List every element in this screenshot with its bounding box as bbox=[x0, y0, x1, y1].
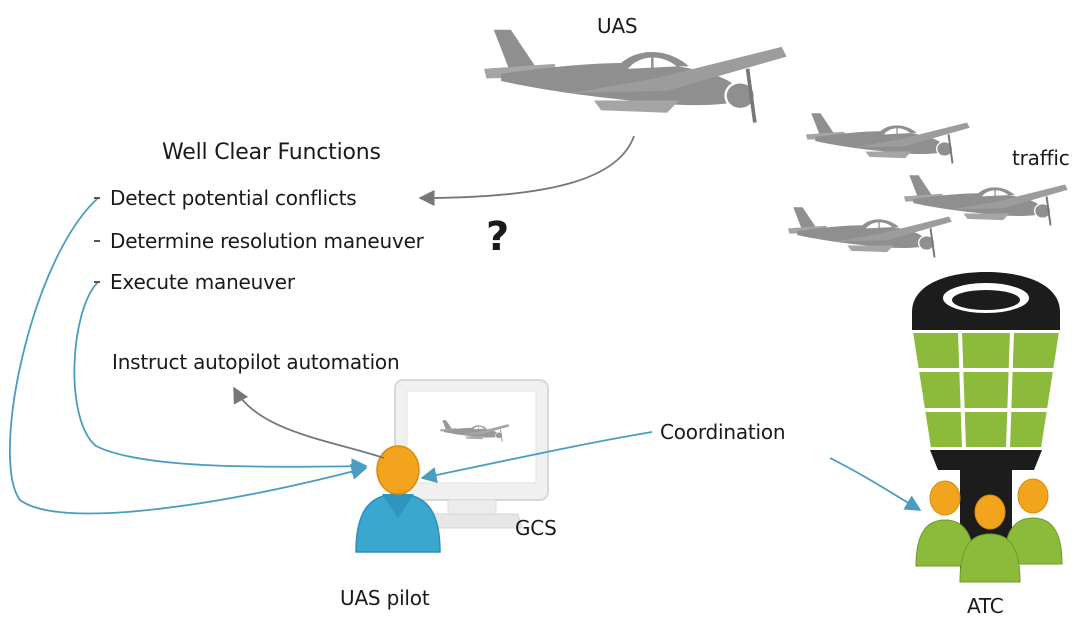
function-determine: Determine resolution maneuver bbox=[110, 229, 424, 253]
function-detect: Detect potential conflicts bbox=[110, 186, 357, 210]
atc-label: ATC bbox=[967, 594, 1004, 618]
uas-airplane-icon bbox=[482, 27, 789, 125]
traffic-label: traffic bbox=[1012, 146, 1070, 170]
uas-to-detect-arrow bbox=[418, 135, 635, 207]
execute-to-pilot-arrow bbox=[73, 281, 368, 475]
question-mark: ? bbox=[486, 214, 510, 260]
atc-tower-icon bbox=[910, 272, 1062, 580]
uas-label: UAS bbox=[597, 14, 638, 38]
coordination-to-pilot-arrow bbox=[420, 431, 653, 484]
uas-pilot-label: UAS pilot bbox=[340, 586, 430, 610]
function-execute: Execute maneuver bbox=[110, 270, 295, 294]
coordination-label: Coordination bbox=[660, 420, 786, 444]
pilot-person-icon bbox=[355, 445, 441, 553]
traffic-airplane-icon bbox=[805, 112, 971, 165]
pilot-to-instruct-arrow bbox=[233, 386, 385, 459]
traffic-airplane-icon bbox=[787, 206, 953, 259]
well-clear-title: Well Clear Functions bbox=[162, 140, 381, 165]
gcs-label: GCS bbox=[515, 516, 557, 540]
detect-to-pilot-arrow bbox=[9, 197, 368, 515]
atc-controllers-icon bbox=[915, 478, 1063, 583]
traffic-airplane-icon bbox=[903, 174, 1069, 227]
coordination-to-atc-arrow bbox=[829, 457, 922, 511]
instruct-label: Instruct autopilot automation bbox=[112, 350, 400, 374]
